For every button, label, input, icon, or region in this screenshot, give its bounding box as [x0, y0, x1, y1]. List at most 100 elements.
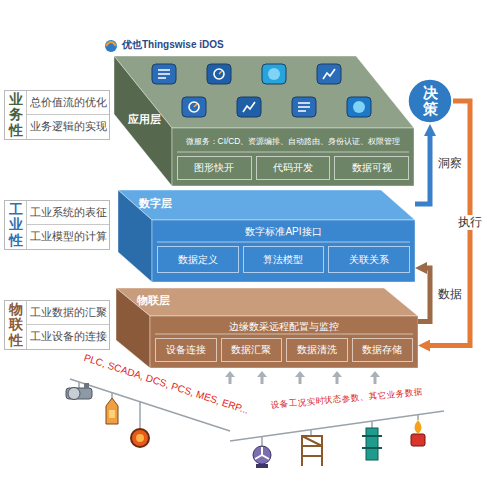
- edge-label: 数据: [436, 287, 464, 301]
- aspect-group: 业务性总价值流的优化业务逻辑的实现: [4, 90, 110, 140]
- text-slot: 业务逻辑的实现: [27, 115, 109, 138]
- aspect-item: 工业数据的汇聚: [26, 301, 109, 325]
- layer-title: 应用层: [128, 113, 161, 126]
- aspect-text: 工业模型的计算: [30, 230, 107, 243]
- layer-subtitle: 边缘数采远程配置与监控: [229, 321, 339, 333]
- text-slot: 代码开发: [257, 157, 330, 179]
- aspect-group: 工业性工业系统的表征工业模型的计算: [4, 200, 110, 250]
- burner-icon: [411, 420, 425, 446]
- app-icon: [207, 64, 231, 84]
- function-box: 图形快开: [177, 156, 252, 180]
- app-icon: [347, 97, 371, 117]
- aspect-item: 总价值流的优化: [26, 91, 109, 115]
- text-slot: 设备连接: [156, 339, 216, 361]
- function-box: 数据存储: [352, 338, 414, 362]
- function-box: 数据清洗: [286, 338, 348, 362]
- text-slot: 边缘数采远程配置与监控: [154, 319, 414, 335]
- field-wires: [70, 379, 444, 446]
- box-text: 关联关系: [349, 254, 389, 266]
- aspect-text: 业务逻辑的实现: [30, 120, 107, 133]
- function-box: 数据定义: [157, 246, 239, 273]
- layer-top-face: [114, 56, 414, 128]
- text-slot: 工业性: [5, 201, 26, 249]
- aspect-item: 业务逻辑的实现: [26, 115, 109, 139]
- app-icon: [317, 64, 341, 84]
- aspect-text: 工业数据的汇聚: [30, 306, 107, 319]
- logo-mark: [105, 40, 117, 52]
- aspect-item: 工业模型的计算: [26, 225, 109, 249]
- aspect-text: 工业设备的连接: [30, 330, 107, 343]
- layer-front-face: [172, 128, 414, 186]
- decision-circle: 决策: [407, 78, 453, 124]
- divider-line: [177, 152, 409, 153]
- text-slot: 应用层: [120, 113, 168, 127]
- layer-front-face: [152, 220, 415, 282]
- crane-icon: [302, 436, 322, 466]
- furnace-icon: [131, 429, 149, 447]
- layer-title: 数字层: [139, 197, 172, 210]
- brand-label: 优也Thingswise iDOS: [122, 39, 224, 51]
- text-slot: 物联性: [5, 301, 26, 349]
- divider-line: [155, 334, 413, 335]
- text-slot: 数据清洗: [287, 339, 347, 361]
- note-label: 设备工况实时状态参数、其它业务数据: [270, 387, 423, 410]
- text-slot: 工业设备的连接: [27, 325, 109, 348]
- aspect-text: 总价值流的优化: [30, 96, 107, 109]
- text-slot: 数字标准API接口: [156, 224, 411, 240]
- upload-arrows: [225, 371, 380, 384]
- edge-label-slot: 执行: [456, 215, 484, 229]
- edge-label-slot: 洞察: [436, 156, 464, 170]
- text-slot: 数据汇聚: [222, 339, 282, 361]
- text-slot: 数据存储: [353, 339, 413, 361]
- box-text: 数据定义: [178, 254, 218, 266]
- function-box: 数据可视: [334, 156, 409, 180]
- app-icon: [262, 64, 286, 84]
- box-text: 图形快开: [194, 162, 234, 174]
- layer-subtitle: 数字标准API接口: [245, 226, 321, 238]
- box-text: 数据清洗: [297, 344, 337, 356]
- text-slot: 关联关系: [329, 247, 409, 272]
- box-text: 数据汇聚: [231, 344, 271, 356]
- app-icon: [237, 97, 261, 117]
- text-slot: 物联层: [128, 293, 178, 308]
- text-slot: 工业模型的计算: [27, 225, 109, 248]
- text-slot: 数据定义: [158, 247, 238, 272]
- aspect-title: 工业性: [9, 202, 23, 248]
- aspect-item: 工业设备的连接: [26, 325, 109, 349]
- label-slot: 优也Thingswise iDOS: [122, 39, 224, 51]
- box-text: 代码开发: [273, 162, 313, 174]
- function-box: 关联关系: [328, 246, 410, 273]
- layer-panel: 物联层边缘数采远程配置与监控设备连接 数据汇聚 数据清洗 数据存储: [116, 288, 418, 368]
- fan-icon: [253, 446, 271, 468]
- box-text: 设备连接: [166, 344, 206, 356]
- text-slot: 数字层: [130, 196, 180, 211]
- app-icon: [182, 97, 206, 117]
- text-slot: 工业系统的表征: [27, 201, 109, 224]
- layer-panel: 应用层微服务：CI/CD、资源编排、自动路由、身份认证、权限管理图形快开 代码开发…: [114, 56, 414, 186]
- function-box: 算法模型: [243, 246, 325, 273]
- text-slot: 决策: [407, 78, 453, 124]
- pump-icon: [66, 383, 92, 400]
- layer-title: 物联层: [137, 294, 170, 307]
- tower-icon: [362, 428, 382, 460]
- function-box: 代码开发: [256, 156, 331, 180]
- edge-label: 洞察: [436, 156, 464, 170]
- divider-line: [157, 242, 410, 243]
- edge-label: 执行: [456, 215, 484, 229]
- aspect-text: 工业系统的表征: [30, 206, 107, 219]
- aspect-item: 工业系统的表征: [26, 201, 109, 225]
- layer-panel: 数字层数字标准API接口数据定义 算法模型 关联关系: [118, 190, 415, 282]
- box-text: 算法模型: [263, 254, 303, 266]
- text-slot: 工业数据的汇聚: [27, 301, 109, 324]
- text-slot: 数据可视: [335, 157, 408, 179]
- layer-front-face: [150, 316, 418, 368]
- edge-label-slot: 数据: [436, 287, 464, 301]
- aspect-title: 业务性: [9, 92, 23, 138]
- text-slot: 业务性: [5, 91, 26, 139]
- flow-arrow: [418, 268, 430, 322]
- layer-subtitle: 微服务：CI/CD、资源编排、自动路由、身份认证、权限管理: [186, 136, 401, 146]
- aspect-group: 物联性工业数据的汇聚工业设备的连接: [4, 300, 110, 350]
- app-icon: [292, 97, 316, 117]
- vessel-icon: [106, 398, 118, 424]
